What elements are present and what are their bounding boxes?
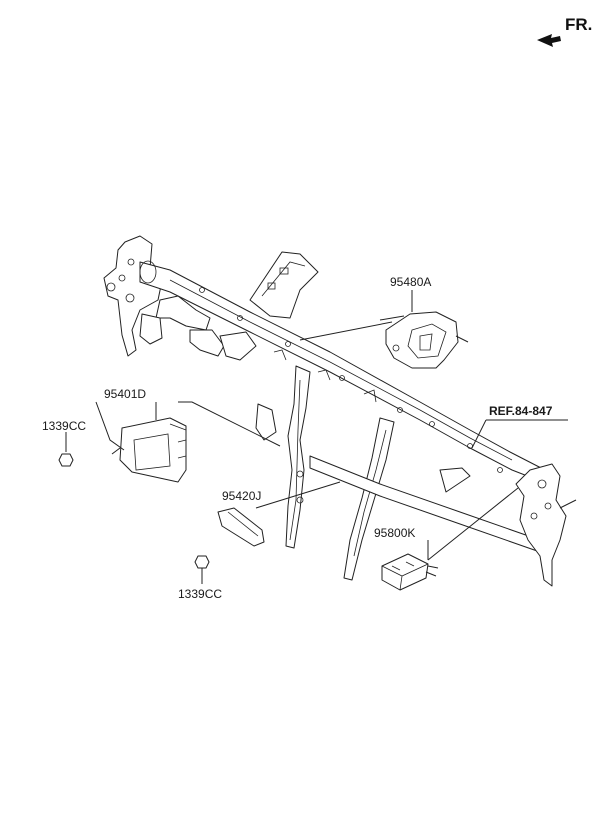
part-95800K: 95800K — [374, 487, 519, 591]
callout-1339CC-top: 1339CC — [42, 419, 86, 433]
part-95480A: 95480A — [299, 275, 469, 369]
callout-1339CC-bottom: 1339CC — [178, 587, 222, 601]
part-1339CC-top: 1339CC — [42, 419, 86, 467]
callout-95420J: 95420J — [222, 489, 261, 503]
part-1339CC-bottom: 1339CC — [178, 555, 222, 601]
part-95420J: 95420J — [217, 481, 341, 547]
front-arrow-icon — [537, 34, 561, 47]
callout-95401D: 95401D — [104, 387, 146, 401]
cowl-cross-bar-assembly — [103, 235, 577, 587]
callout-95480A: 95480A — [390, 275, 431, 289]
callout-ref: REF.84-847 — [489, 404, 553, 418]
front-direction-marker: FR. — [537, 15, 592, 47]
reference-callout: REF.84-847 — [471, 404, 568, 449]
callout-95800K: 95800K — [374, 526, 415, 540]
part-95401D: 95401D — [95, 387, 281, 483]
front-label: FR. — [565, 15, 592, 34]
